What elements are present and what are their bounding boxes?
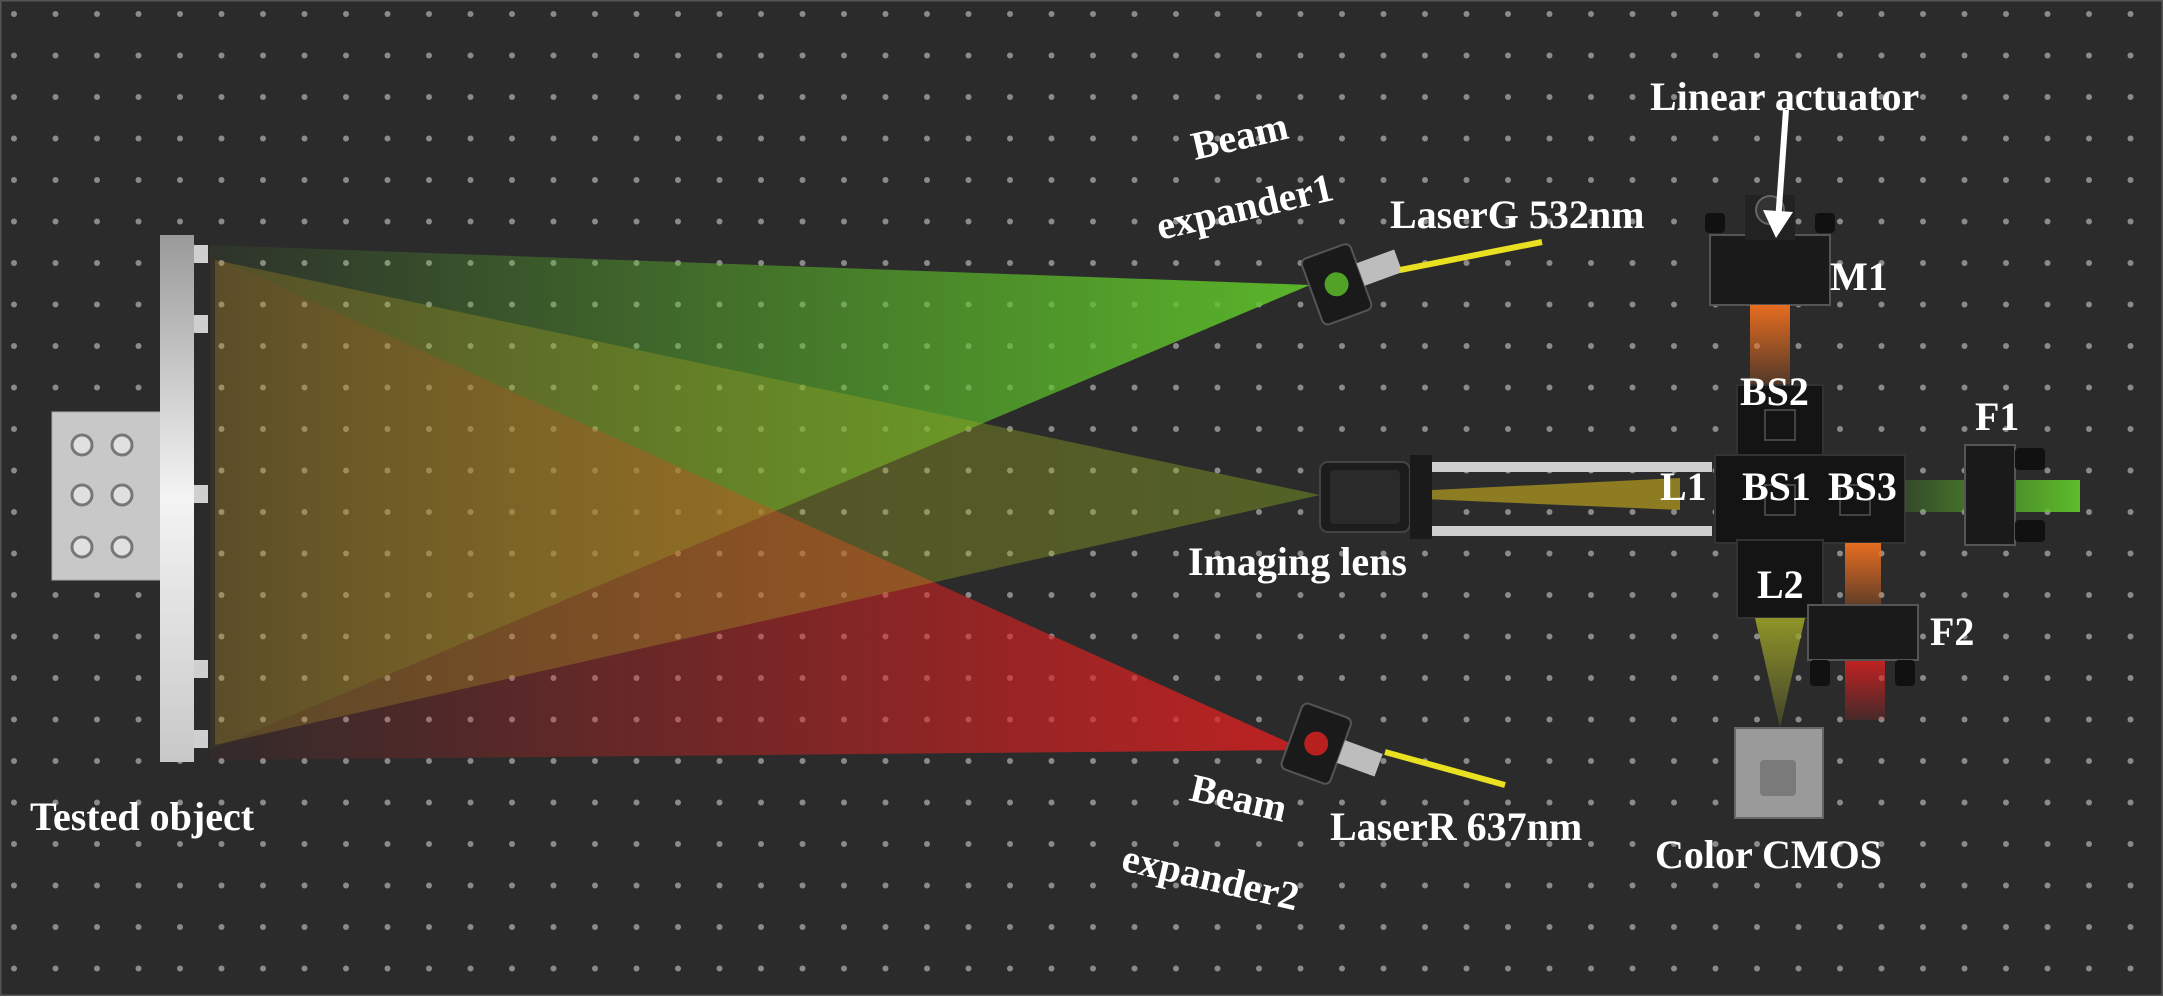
m1-beam xyxy=(1750,305,1790,385)
f1-filter-mount xyxy=(1964,444,2045,546)
cmos-beam xyxy=(1755,618,1805,728)
label-bs2: BS2 xyxy=(1740,369,1809,414)
inner-imaging-beam xyxy=(1330,478,1680,510)
label-bs3: BS3 xyxy=(1828,464,1897,509)
beamsplitter-assembly xyxy=(1714,384,1906,619)
imaging-beam xyxy=(215,260,1320,745)
label-f1: F1 xyxy=(1975,394,2019,439)
color-cmos-camera xyxy=(1734,727,1824,819)
red-fiber xyxy=(1384,749,1506,788)
tested-object xyxy=(51,235,208,762)
imaging-lens xyxy=(1319,455,1712,539)
bs3-down-beam xyxy=(1845,543,1881,613)
beam-expander-2 xyxy=(1280,702,1383,785)
label-laser-r: LaserR 637nm xyxy=(1330,804,1582,849)
f2-filter-mount xyxy=(1807,604,1919,686)
label-bs1: BS1 xyxy=(1742,464,1811,509)
label-l2: L2 xyxy=(1757,562,1804,607)
label-tested-object: Tested object xyxy=(30,794,255,839)
label-l1: L1 xyxy=(1660,464,1707,509)
green-fiber xyxy=(1399,239,1543,273)
label-color-cmos: Color CMOS xyxy=(1655,832,1882,877)
actuator-arrow xyxy=(1775,109,1789,223)
label-f2: F2 xyxy=(1930,609,1974,654)
m1-mirror-mount xyxy=(1705,195,1835,306)
label-m1: M1 xyxy=(1830,254,1888,299)
f2-beam xyxy=(1845,650,1885,720)
label-laser-g: LaserG 532nm xyxy=(1390,192,1644,237)
beam-expander-1 xyxy=(1300,243,1403,326)
label-imaging-lens: Imaging lens xyxy=(1188,539,1407,584)
label-linear-actuator: Linear actuator xyxy=(1650,74,1919,119)
